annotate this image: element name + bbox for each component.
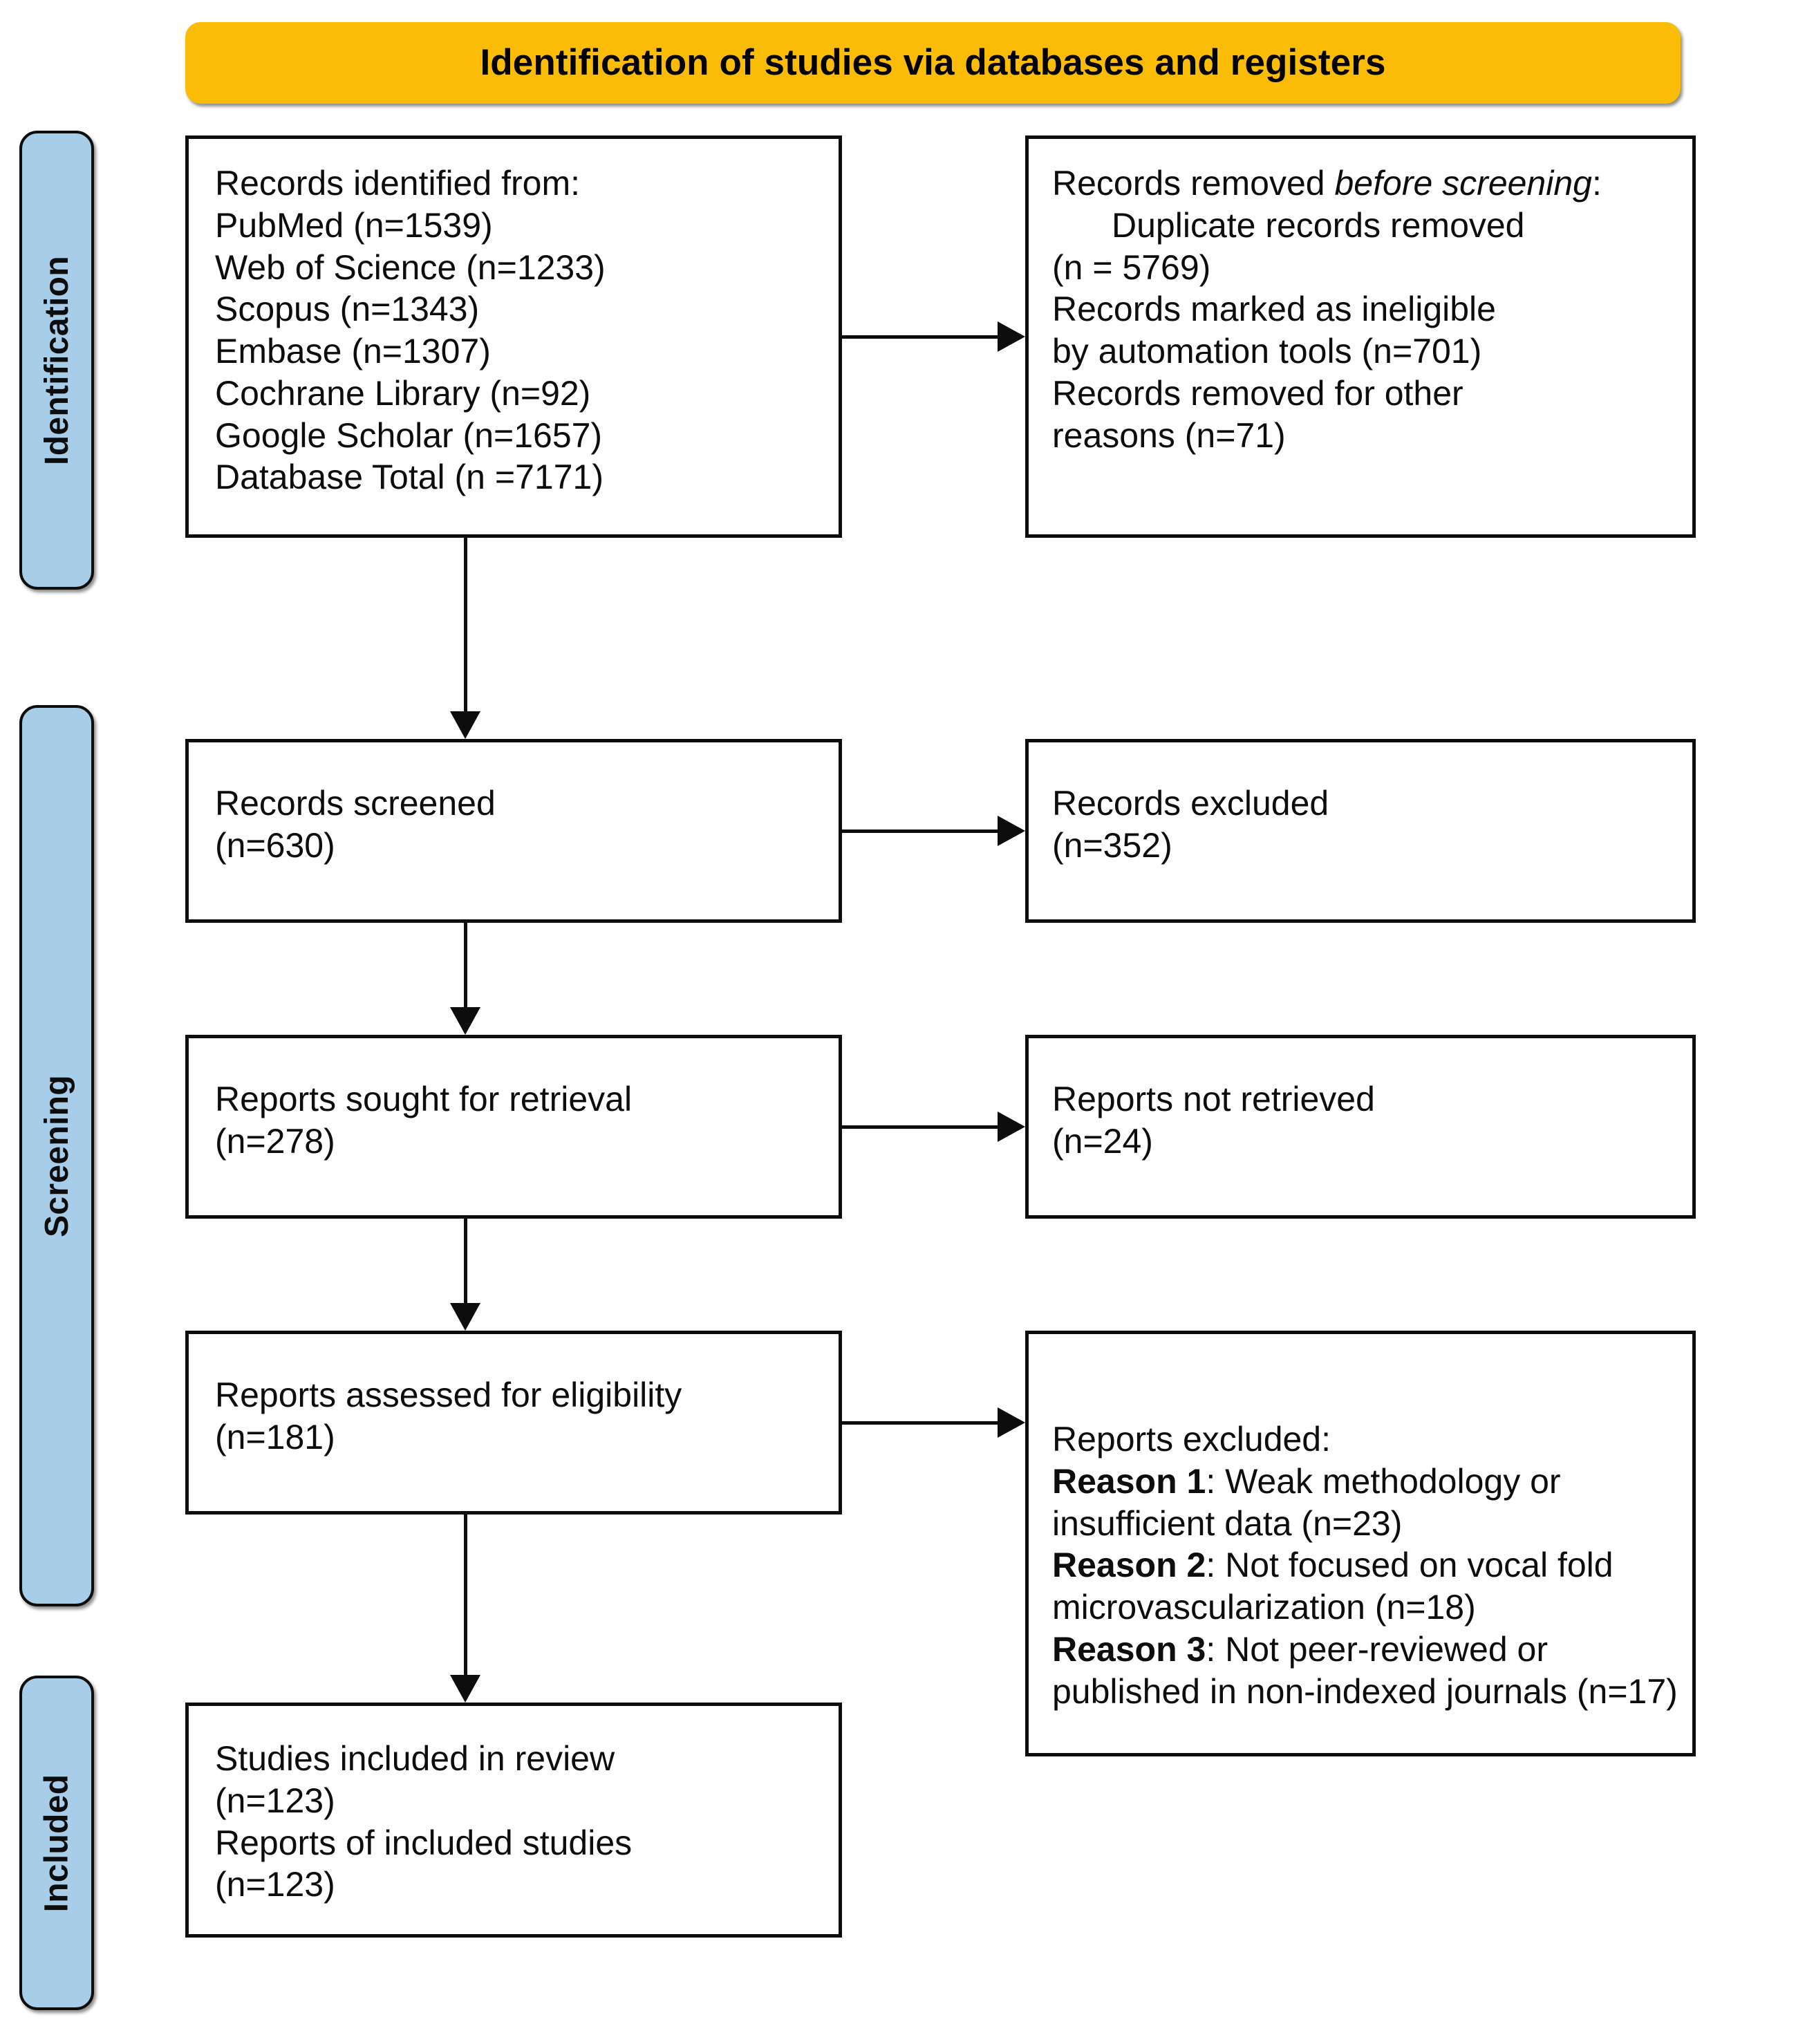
stage-label-screening: Screening: [38, 1074, 75, 1237]
source-line-scopus: Scopus (n=1343): [215, 290, 480, 329]
arrowhead-sought-to-not-retrieved: [998, 1112, 1025, 1142]
removed-item-duplicates-count: (n = 5769): [1052, 247, 1211, 287]
studies-included-count: (n=123): [215, 1781, 335, 1820]
removed-item-ineligible-line1: Records marked as ineligible: [1052, 290, 1496, 329]
reports-excluded-reason-3: Reason 3: Not peer-reviewed or published…: [1052, 1629, 1680, 1713]
box-records-screened: Records screened (n=630): [185, 739, 842, 923]
connector-identified-to-removed: [842, 335, 998, 339]
page-title: Identification of studies via databases …: [480, 41, 1386, 83]
arrowhead-identified-to-removed: [998, 321, 1025, 352]
connector-assessed-to-reports-excluded: [842, 1421, 998, 1425]
stage-bar-screening: Screening: [19, 705, 94, 1606]
records-removed-heading-suffix: :: [1591, 164, 1602, 203]
connector-screened-to-excluded: [842, 829, 998, 833]
arrowhead-screened-to-sought: [450, 1007, 480, 1035]
box-reports-sought: Reports sought for retrieval (n=278): [185, 1035, 842, 1219]
box-reports-assessed: Reports assessed for eligibility (n=181): [185, 1331, 842, 1515]
reason-1-text: : Weak methodology or insufficient data …: [1052, 1461, 1571, 1543]
source-line-database-total: Database Total (n =7171): [215, 458, 604, 497]
removed-item-other-line1: Records removed for other: [1052, 373, 1463, 413]
connector-sought-to-assessed: [464, 1219, 467, 1303]
box-reports-excluded: Reports excluded: Reason 1: Weak methodo…: [1025, 1331, 1696, 1756]
reports-excluded-reason-1: Reason 1: Weak methodology or insufficie…: [1052, 1461, 1680, 1545]
reports-included-count: (n=123): [215, 1865, 335, 1904]
reports-assessed-count: (n=181): [215, 1417, 335, 1456]
connector-screened-to-sought: [464, 923, 467, 1007]
reports-excluded-reason-2: Reason 2: Not focused on vocal fold micr…: [1052, 1544, 1680, 1629]
records-removed-heading-prefix: Records removed: [1052, 164, 1335, 203]
source-line-embase: Embase (n=1307): [215, 332, 491, 371]
reason-3-text: : Not peer-reviewed or published in non-…: [1052, 1629, 1678, 1711]
connector-assessed-to-included: [464, 1515, 467, 1675]
reason-2-label: Reason 2: [1052, 1546, 1206, 1585]
stage-label-identification: Identification: [38, 255, 75, 465]
connector-sought-to-not-retrieved: [842, 1125, 998, 1129]
box-records-excluded: Records excluded (n=352): [1025, 739, 1696, 923]
diagram-header-banner: Identification of studies via databases …: [185, 22, 1681, 104]
records-screened-label: Records screened: [215, 784, 496, 823]
arrowhead-assessed-to-included: [450, 1675, 480, 1703]
reason-1-label: Reason 1: [1052, 1461, 1206, 1501]
reports-excluded-heading: Reports excluded:: [1052, 1420, 1331, 1459]
removed-item-duplicates: Duplicate records removed: [1112, 205, 1525, 245]
stage-bar-identification: Identification: [19, 131, 94, 590]
removed-item-other-line2: reasons (n=71): [1052, 415, 1286, 455]
source-line-pubmed: PubMed (n=1539): [215, 205, 493, 245]
arrowhead-sought-to-assessed: [450, 1303, 480, 1331]
arrowhead-screened-to-excluded: [998, 816, 1025, 846]
reason-3-label: Reason 3: [1052, 1629, 1206, 1669]
reports-assessed-label: Reports assessed for eligibility: [215, 1376, 682, 1414]
reason-2-text: : Not focused on vocal fold microvascula…: [1052, 1546, 1623, 1626]
arrowhead-identified-to-screened: [450, 711, 480, 739]
records-excluded-label: Records excluded: [1052, 784, 1329, 823]
reports-not-retrieved-count: (n=24): [1052, 1121, 1153, 1161]
records-removed-heading-italic: before screening: [1334, 164, 1592, 203]
reports-sought-label: Reports sought for retrieval: [215, 1080, 633, 1118]
connector-identified-to-screened: [464, 538, 467, 711]
reports-included-label: Reports of included studies: [215, 1823, 633, 1862]
arrowhead-assessed-to-reports-excluded: [998, 1407, 1025, 1438]
records-removed-heading: Records removed before screening:: [1052, 162, 1680, 205]
box-records-identified: Records identified from: PubMed (n=1539)…: [185, 135, 842, 538]
reports-not-retrieved-label: Reports not retrieved: [1052, 1080, 1375, 1118]
stage-bar-included: Included: [19, 1676, 94, 2010]
reports-sought-count: (n=278): [215, 1121, 335, 1161]
source-line-web-of-science: Web of Science (n=1233): [215, 247, 606, 287]
removed-item-ineligible-line2: by automation tools (n=701): [1052, 332, 1482, 371]
box-records-removed: Records removed before screening: Duplic…: [1025, 135, 1696, 538]
source-line-google-scholar: Google Scholar (n=1657): [215, 415, 603, 455]
studies-included-label: Studies included in review: [215, 1739, 615, 1778]
source-line-cochrane: Cochrane Library (n=92): [215, 373, 591, 413]
box-reports-not-retrieved: Reports not retrieved (n=24): [1025, 1035, 1696, 1219]
records-screened-count: (n=630): [215, 825, 335, 865]
box-studies-included: Studies included in review (n=123) Repor…: [185, 1703, 842, 1938]
records-excluded-count: (n=352): [1052, 825, 1172, 865]
stage-label-included: Included: [38, 1774, 75, 1912]
records-identified-heading: Records identified from:: [215, 164, 581, 203]
